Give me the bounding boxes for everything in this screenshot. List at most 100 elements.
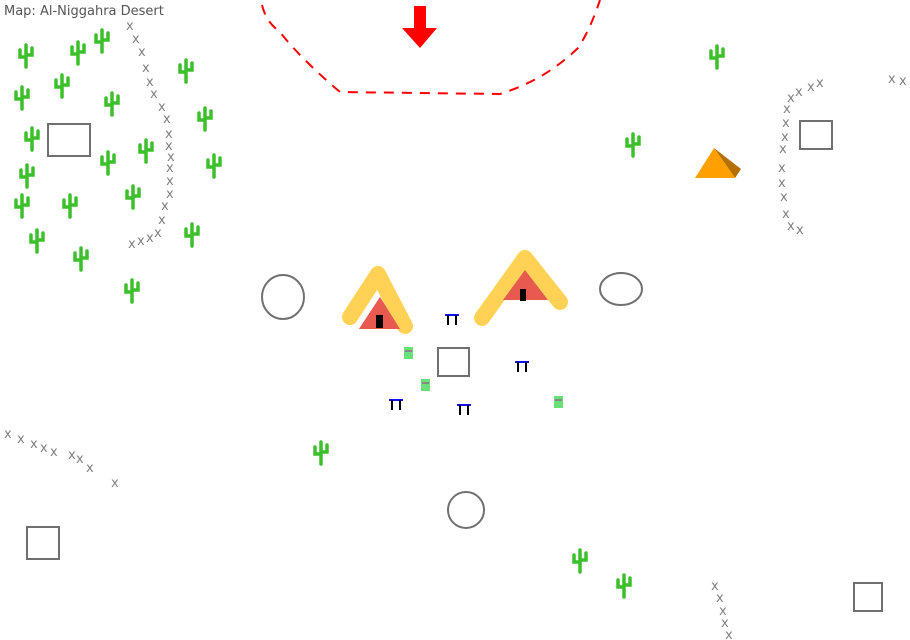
- cactus-icon: [572, 548, 588, 574]
- tent-door[interactable]: [520, 289, 526, 301]
- x-marker: x: [158, 213, 166, 228]
- x-marker: x: [128, 237, 136, 252]
- tent-roof: [342, 266, 413, 334]
- cactus-icon: [54, 73, 70, 99]
- x-marker: x: [138, 45, 146, 60]
- cactus-icon: [14, 85, 30, 111]
- x-marker: x: [888, 72, 896, 87]
- map-title: Map: Al-Niggahra Desert: [4, 4, 164, 19]
- x-marker: x: [816, 76, 824, 91]
- x-marker: x: [166, 161, 174, 176]
- cactus-icon: [616, 573, 632, 599]
- crate-icon[interactable]: [404, 347, 413, 359]
- x-marker: x: [150, 87, 158, 102]
- x-marker: x: [721, 616, 729, 631]
- plot-square[interactable]: [853, 582, 883, 612]
- x-marker: x: [716, 591, 724, 606]
- cactus-icon: [104, 91, 120, 117]
- cactus-icon: [709, 44, 725, 70]
- x-marker: x: [132, 32, 140, 47]
- cactus-icon: [62, 193, 78, 219]
- x-marker: x: [167, 150, 175, 165]
- tent-door[interactable]: [376, 315, 383, 328]
- x-marker: x: [17, 432, 25, 447]
- x-marker: x: [780, 190, 788, 205]
- x-marker: x: [782, 207, 790, 222]
- x-marker: x: [76, 452, 84, 467]
- rock-circle[interactable]: [447, 491, 485, 529]
- x-marker: x: [166, 174, 174, 189]
- tent-body: [503, 270, 548, 300]
- cactus-icon: [19, 163, 35, 189]
- x-marker: x: [137, 234, 145, 249]
- cactus-icon: [138, 138, 154, 164]
- x-marker: x: [4, 427, 12, 442]
- x-marker: x: [146, 231, 154, 246]
- x-marker: x: [787, 91, 795, 106]
- cactus-icon: [625, 132, 641, 158]
- cactus-icon: [178, 58, 194, 84]
- x-marker: x: [154, 226, 162, 241]
- x-marker: x: [165, 127, 173, 142]
- x-marker: x: [146, 75, 154, 90]
- plot-square[interactable]: [437, 347, 470, 377]
- cactus-icon: [24, 126, 40, 152]
- x-marker: x: [781, 130, 789, 145]
- cactus-icon: [94, 28, 110, 54]
- x-marker: x: [725, 628, 733, 640]
- cactus-icon: [29, 228, 45, 254]
- x-marker: x: [166, 187, 174, 202]
- x-marker: x: [787, 219, 795, 234]
- pyramid-icon[interactable]: [695, 148, 735, 178]
- plot-square[interactable]: [47, 123, 91, 157]
- cactus-icon: [70, 40, 86, 66]
- x-marker: x: [142, 61, 150, 76]
- cactus-icon: [206, 153, 222, 179]
- x-marker: x: [111, 476, 119, 491]
- cactus-icon: [184, 222, 200, 248]
- arrow-down-icon[interactable]: [402, 6, 437, 48]
- x-marker: x: [163, 112, 171, 127]
- crate-icon[interactable]: [421, 379, 430, 391]
- rock-circle[interactable]: [599, 272, 643, 306]
- table-icon[interactable]: [391, 400, 401, 410]
- x-marker: x: [165, 139, 173, 154]
- x-marker: x: [158, 100, 166, 115]
- cactus-icon: [100, 150, 116, 176]
- x-marker: x: [795, 85, 803, 100]
- plot-square[interactable]: [799, 120, 833, 150]
- x-marker: x: [126, 19, 134, 34]
- x-marker: x: [161, 199, 169, 214]
- x-marker: x: [778, 176, 786, 191]
- x-marker: x: [796, 223, 804, 238]
- pyramid-side: [714, 148, 741, 178]
- x-marker: x: [807, 80, 815, 95]
- x-marker: x: [50, 445, 58, 460]
- x-marker: x: [899, 74, 907, 89]
- cactus-icon: [125, 184, 141, 210]
- cactus-icon: [313, 440, 329, 466]
- x-marker: x: [40, 441, 48, 456]
- table-icon[interactable]: [517, 362, 527, 372]
- tent-roof: [474, 250, 568, 326]
- plot-square[interactable]: [26, 526, 60, 560]
- crate-icon[interactable]: [554, 396, 563, 408]
- cactus-icon: [73, 246, 89, 272]
- cactus-icon: [197, 106, 213, 132]
- x-marker: x: [779, 142, 787, 157]
- rock-circle[interactable]: [261, 274, 305, 320]
- table-icon[interactable]: [459, 405, 469, 415]
- x-marker: x: [68, 448, 76, 463]
- x-marker: x: [711, 579, 719, 594]
- cactus-icon: [124, 278, 140, 304]
- tent-body: [359, 297, 400, 329]
- cactus-icon: [14, 193, 30, 219]
- table-icon[interactable]: [447, 315, 457, 325]
- cactus-icon: [18, 43, 34, 69]
- x-marker: x: [778, 161, 786, 176]
- x-marker: x: [719, 604, 727, 619]
- x-marker: x: [30, 437, 38, 452]
- route-dashed-path: [261, 0, 601, 96]
